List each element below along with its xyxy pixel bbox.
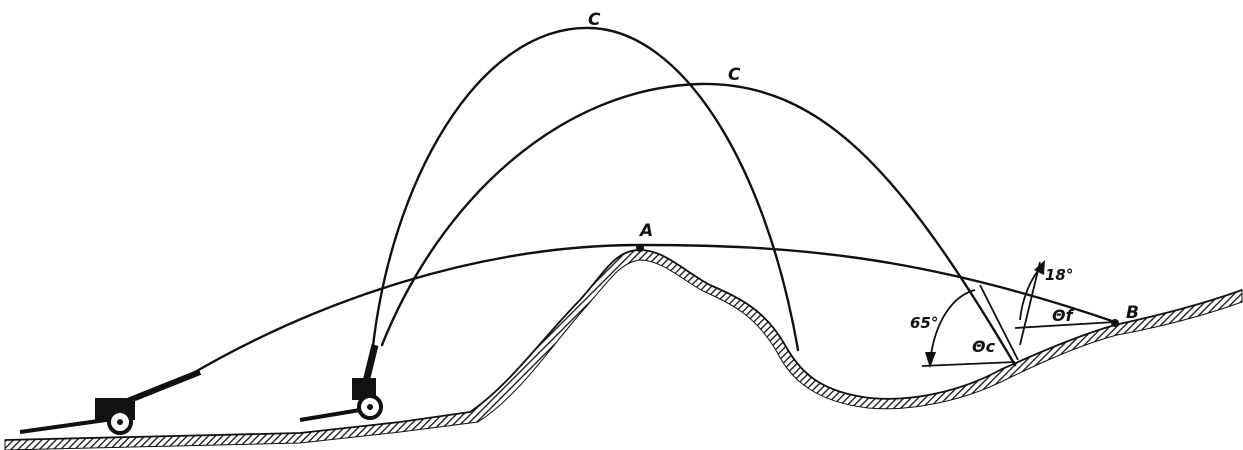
angle-construction — [921, 260, 1116, 368]
arc-18-arrowhead — [1034, 260, 1045, 275]
howitzer-icon — [299, 344, 383, 422]
label-c-high: C — [588, 10, 601, 30]
label-theta-f: Θf — [1052, 306, 1075, 325]
point-a-marker — [636, 244, 644, 252]
terrain — [4, 249, 1243, 450]
label-a: A — [638, 221, 653, 241]
label-65-degrees: 65° — [910, 314, 938, 332]
field-gun-icon — [19, 369, 202, 435]
arc-65-degrees — [929, 289, 976, 363]
high-trajectory — [370, 26, 800, 357]
point-b-marker — [1111, 319, 1119, 327]
terrain-surface-line — [4, 249, 1243, 441]
horizontal-ref-flat — [1014, 321, 1116, 329]
label-c-medium: C — [728, 65, 741, 85]
label-theta-c: Θc — [972, 337, 996, 356]
horizontal-ref-steep — [921, 361, 1016, 367]
tangent-steep — [979, 284, 1019, 361]
label-b: B — [1126, 303, 1139, 323]
label-18-degrees: 18° — [1045, 266, 1073, 284]
medium-trajectory — [380, 82, 1017, 367]
arc-65-arrowhead — [925, 352, 936, 368]
tangent-flat — [1019, 261, 1041, 346]
